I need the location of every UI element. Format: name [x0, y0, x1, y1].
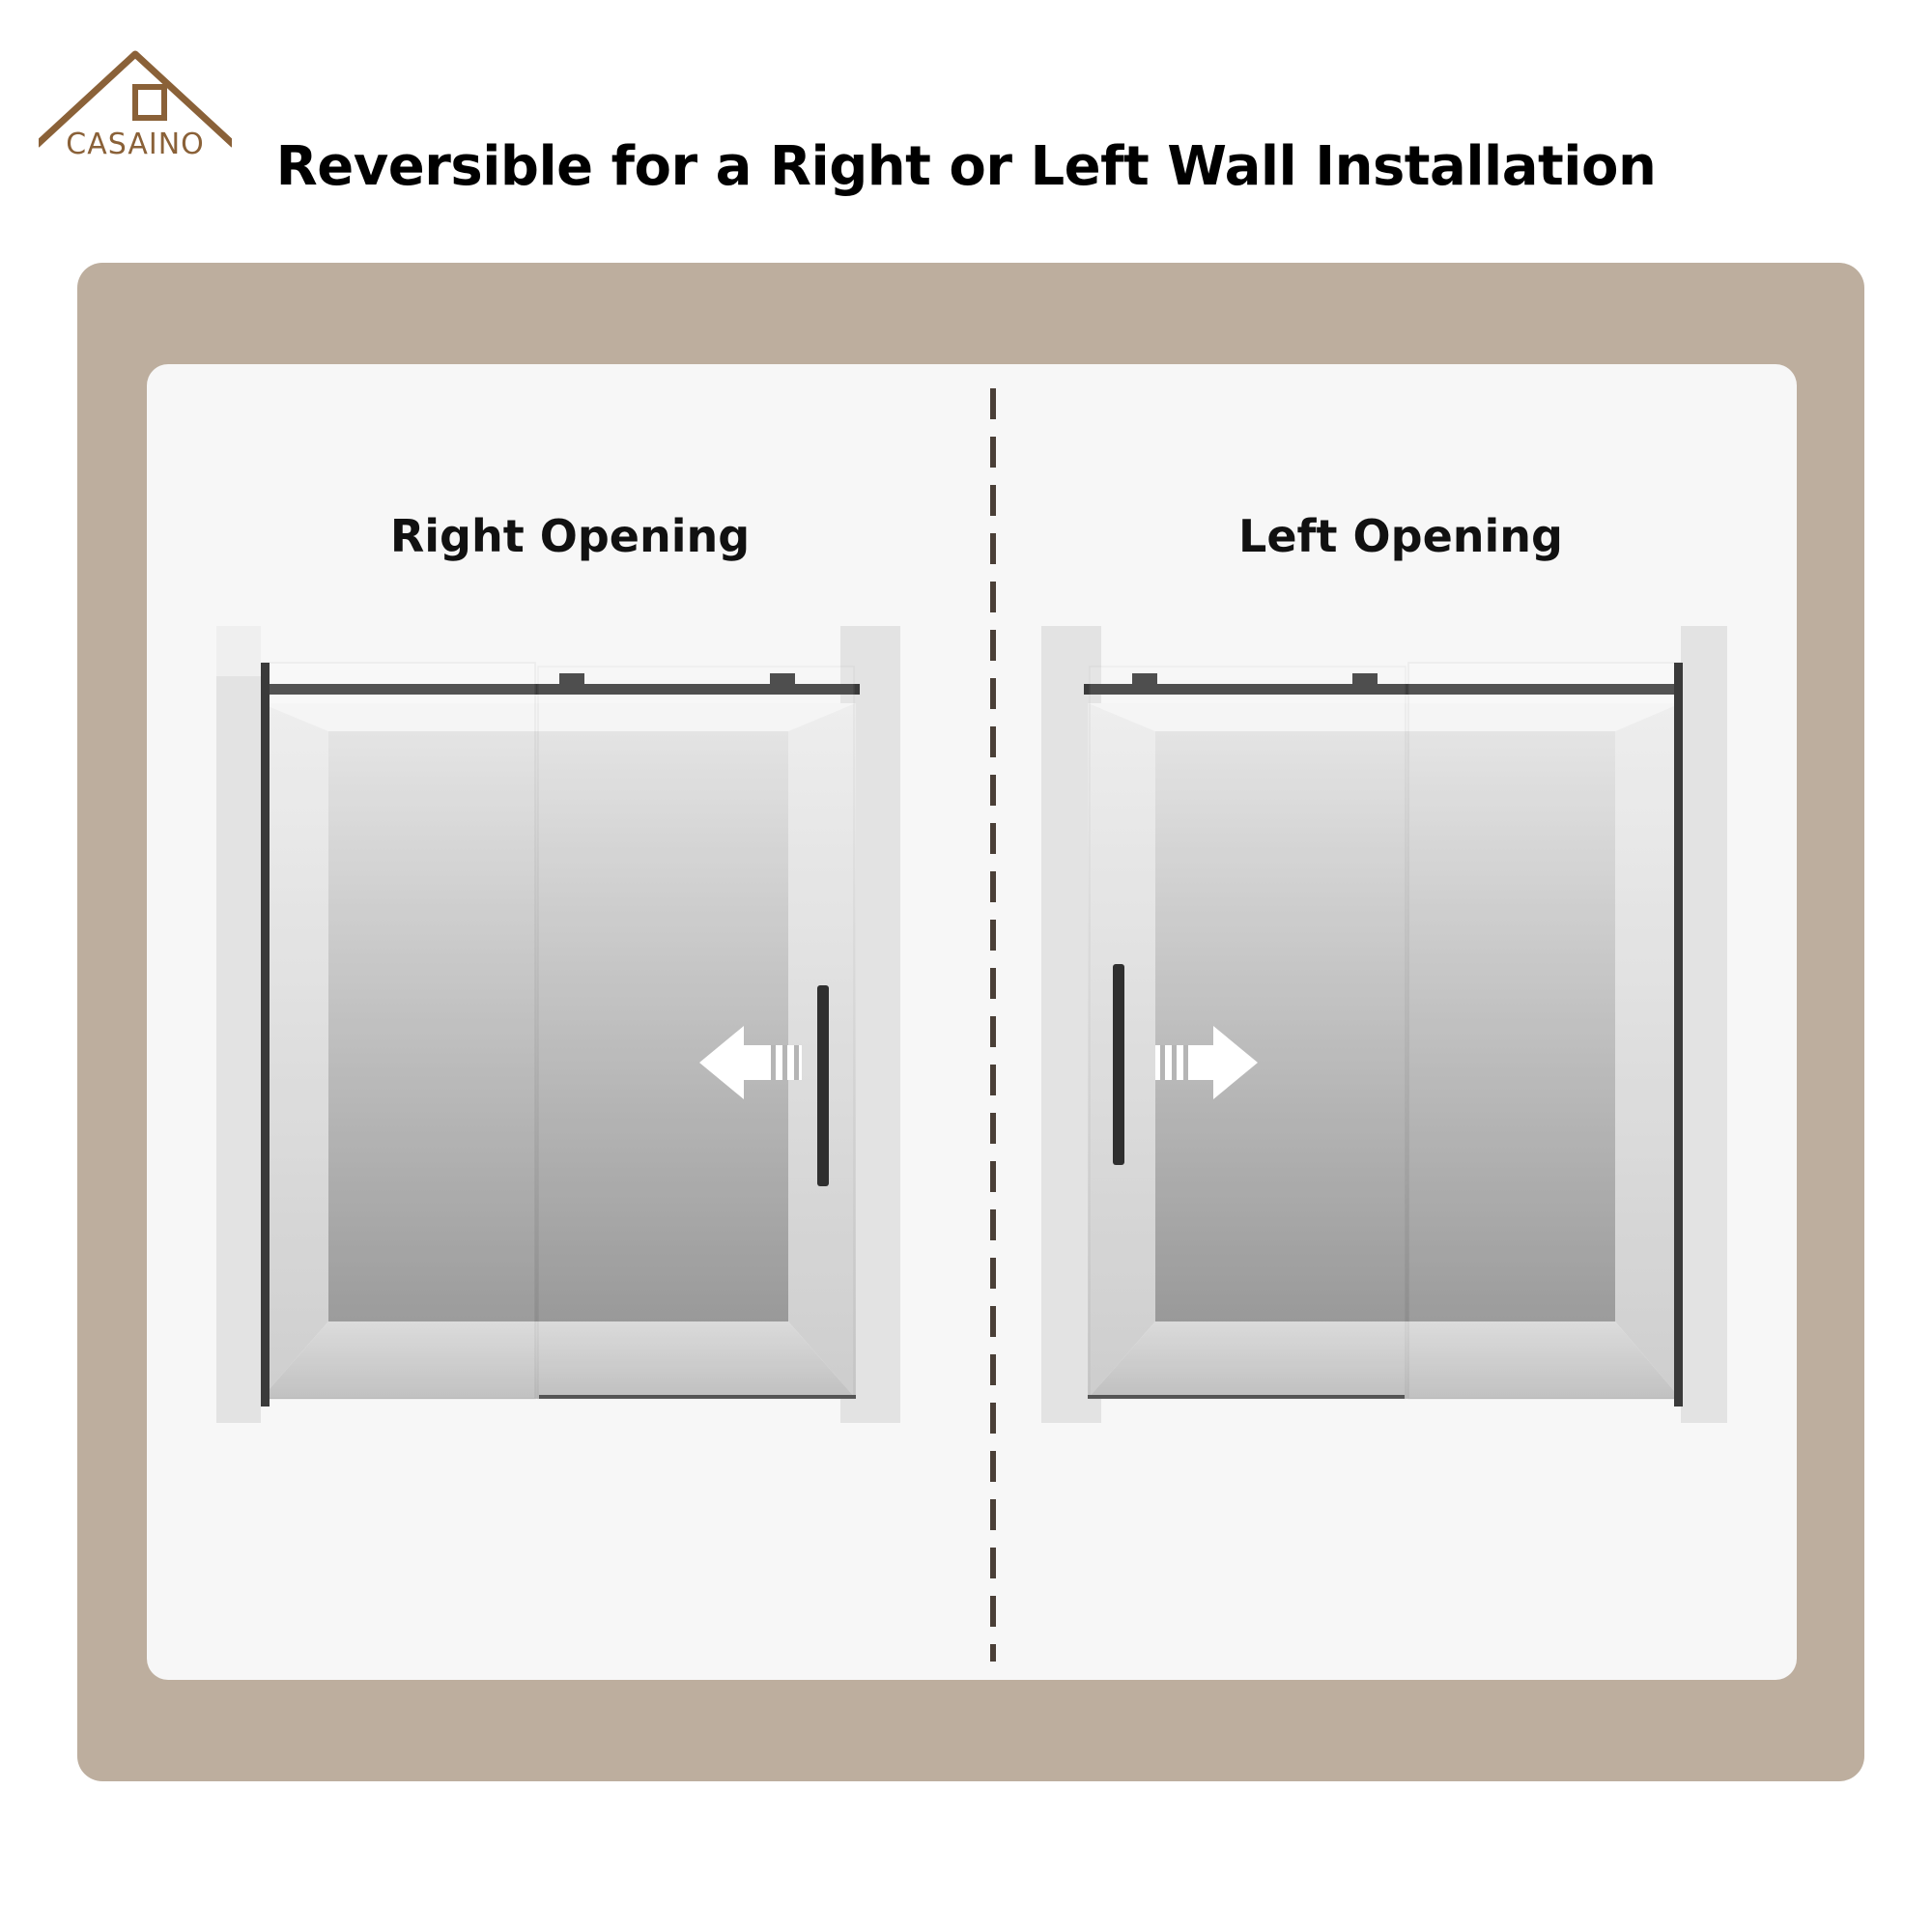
- left-opening-illustration: [1041, 618, 1727, 1425]
- brand-logo: CASAINO: [39, 50, 232, 171]
- arrow-left-icon: [699, 1026, 802, 1099]
- dashed-divider: [990, 388, 996, 1662]
- right-opening-label: Right Opening: [389, 510, 751, 562]
- arrow-right-icon: [1155, 1026, 1258, 1099]
- left-opening-label: Left Opening: [1238, 510, 1563, 562]
- page-title: Reversible for a Right or Left Wall Inst…: [275, 135, 1657, 198]
- brand-name: CASAINO: [66, 128, 205, 161]
- house-icon: [39, 50, 232, 148]
- right-opening-illustration: [216, 618, 902, 1425]
